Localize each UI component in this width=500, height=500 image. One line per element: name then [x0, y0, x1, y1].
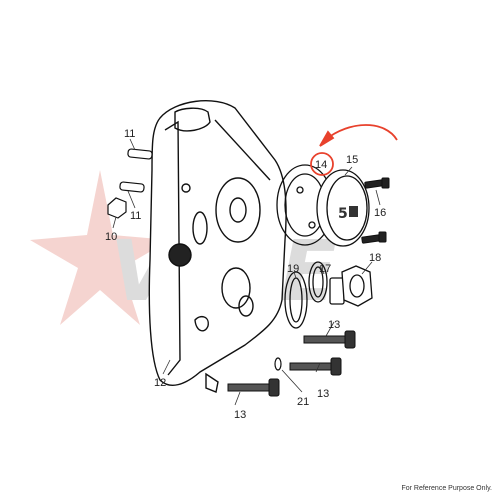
- highlight-circle: [310, 152, 334, 176]
- callout-10: 10: [105, 231, 117, 243]
- reference-disclaimer: For Reference Purpose Only.: [401, 485, 492, 492]
- callout-18: 18: [369, 252, 381, 264]
- cover-screw-lower: [361, 231, 387, 244]
- callout-16: 16: [374, 207, 386, 219]
- hex-plug-part: [329, 265, 373, 307]
- housing-boss: [168, 243, 192, 267]
- dowel-pin-lower: [119, 181, 145, 193]
- callout-11-lower: 11: [130, 210, 141, 222]
- callout-15: 15: [346, 154, 358, 166]
- callout-14: 14: [315, 159, 327, 171]
- cover-housing: [148, 100, 287, 393]
- callout-13-upper: 13: [328, 319, 340, 331]
- bolt-upper: [303, 330, 356, 349]
- dowel-pin-upper: [127, 148, 153, 160]
- cover-screw-upper: [364, 177, 390, 189]
- leader-lines: [112, 138, 381, 406]
- watermark-star: [30, 170, 170, 325]
- callout-13-lower: 13: [234, 409, 246, 421]
- callout-13-middle: 13: [317, 388, 329, 400]
- highlight-arrow: [324, 124, 398, 141]
- bolt-lower: [227, 378, 280, 397]
- svg-text:5: 5: [338, 206, 348, 222]
- callout-19: 19: [287, 263, 299, 275]
- callout-17: 17: [319, 263, 331, 275]
- callout-12: 12: [154, 377, 166, 389]
- o-ring-part: [308, 261, 328, 303]
- nut-part: [107, 197, 127, 219]
- washer-part: [274, 357, 282, 371]
- highlight-arrowhead: [319, 130, 335, 147]
- highlight-marker: [310, 124, 398, 176]
- bolt-middle: [289, 357, 342, 376]
- callout-labels: 11 11 10 12 13 13 13 14 15 16 17 18 19 2…: [105, 128, 386, 421]
- callout-21: 21: [297, 396, 309, 408]
- callout-11-upper: 11: [124, 128, 135, 140]
- inspection-cover: 5: [316, 169, 370, 247]
